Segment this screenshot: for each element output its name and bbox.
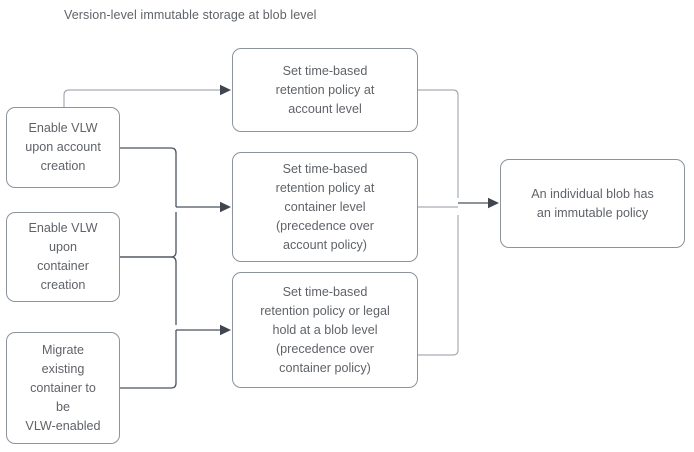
node-label: Enable VLW upon account creation xyxy=(25,121,101,173)
edge-edge-account-policy-to-result xyxy=(418,89,459,198)
node-policy-container-level[interactable]: Set time-based retention policy at conta… xyxy=(232,152,418,262)
node-migrate-container[interactable]: Migrate existing container to be VLW-ena… xyxy=(6,332,120,444)
diagram-title: Version-level immutable storage at blob … xyxy=(64,8,317,22)
arrowhead-edge-merge-to-result xyxy=(488,197,499,209)
edge-edge-container-to-blob-policy xyxy=(120,256,177,325)
node-label: Set time-based retention policy or legal… xyxy=(260,284,390,375)
node-enable-vlw-container[interactable]: Enable VLW upon container creation xyxy=(6,212,120,302)
edge-edge-container-to-container-policy xyxy=(120,212,177,258)
node-label: Migrate existing container to be VLW-ena… xyxy=(25,342,101,433)
node-label: An individual blob has an immutable poli… xyxy=(531,186,654,220)
node-enable-vlw-account[interactable]: Enable VLW upon account creation xyxy=(6,107,120,188)
node-immutable-blob-result[interactable]: An individual blob has an immutable poli… xyxy=(500,159,685,248)
edge-edge-migrate-to-blob-policy xyxy=(120,330,177,389)
node-policy-account-level[interactable]: Set time-based retention policy at accou… xyxy=(232,48,418,132)
edge-edge-account-to-account-policy xyxy=(63,89,222,107)
edge-edge-blob-policy-to-result xyxy=(418,215,459,356)
node-label: Enable VLW upon container creation xyxy=(28,221,98,292)
arrowhead-edge-junction-to-blob-policy xyxy=(220,324,231,336)
node-policy-blob-level[interactable]: Set time-based retention policy or legal… xyxy=(232,272,418,388)
node-label: Set time-based retention policy at accou… xyxy=(275,63,375,116)
edge-edge-account-to-container-policy xyxy=(120,147,177,207)
arrowhead-edge-account-to-account-policy xyxy=(220,84,231,96)
arrowhead-edge-junction-to-container-policy xyxy=(220,201,231,213)
node-label: Set time-based retention policy at conta… xyxy=(275,161,375,252)
